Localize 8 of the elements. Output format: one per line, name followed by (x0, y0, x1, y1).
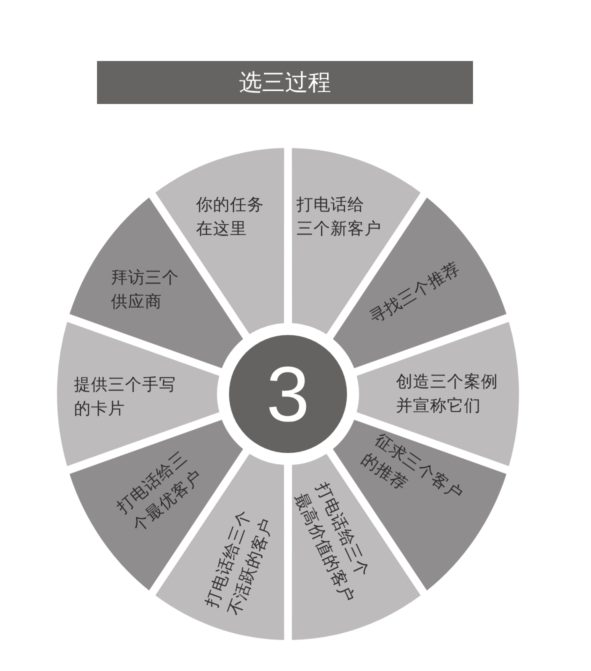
segment-label: 寻找三个推荐 (365, 257, 464, 329)
segment-label: 你的任务在这里 (196, 194, 264, 240)
center-circle: 3 (229, 335, 347, 453)
segment-label: 打电话给三个新客户 (296, 194, 382, 240)
segment-label: 拜访三个供应商 (111, 267, 179, 313)
segment-label: 提供三个手写的卡片 (74, 374, 176, 420)
title-banner: 选三过程 (97, 61, 473, 104)
segment-label: 创造三个案例并宣称它们 (396, 371, 498, 417)
